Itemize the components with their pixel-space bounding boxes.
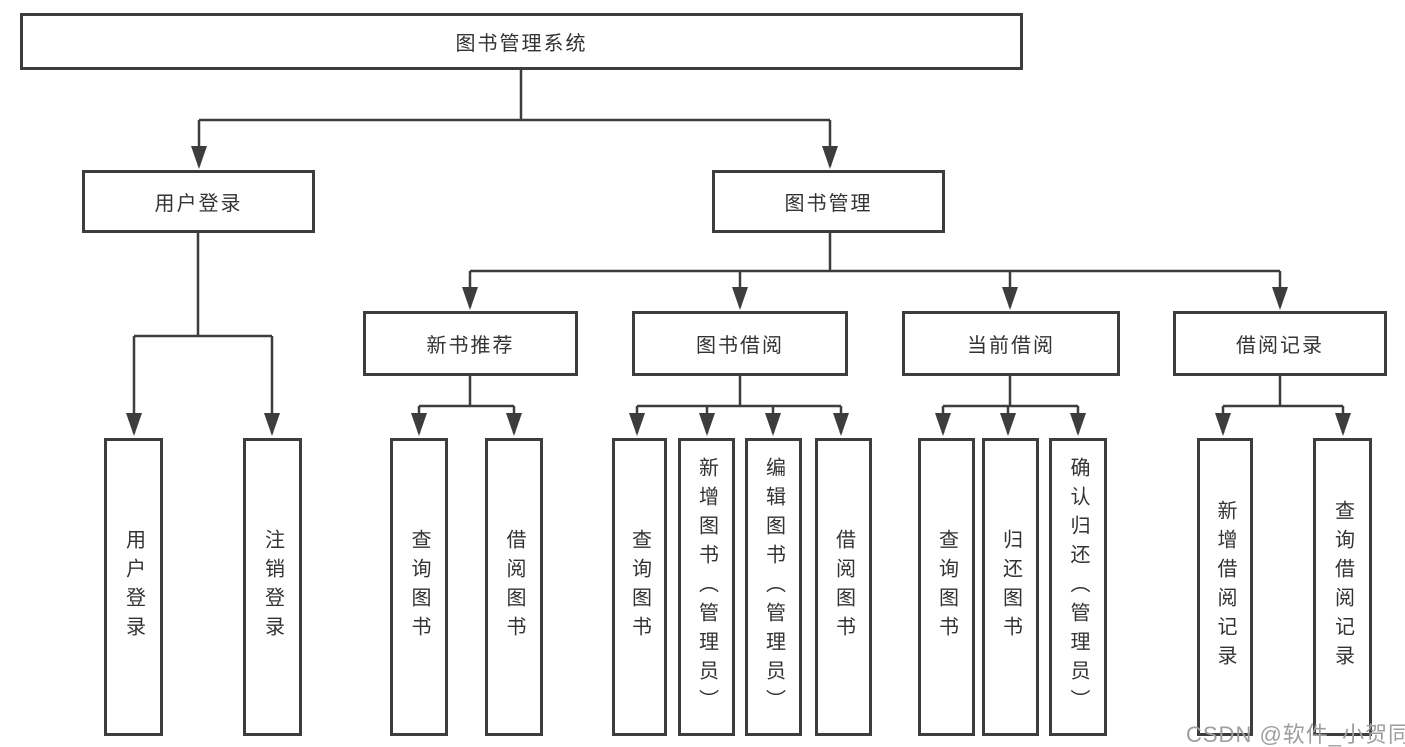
node-book-borrowing: 图书借阅: [632, 311, 848, 376]
leaf-current-return-books: 归还图书: [982, 438, 1039, 736]
arrowhead-current-return: [1000, 413, 1016, 436]
arrowhead-current-query: [935, 413, 951, 436]
csdn-watermark: CSDN @软件_小贺同学: [1186, 722, 1405, 747]
node-new-book-recommend: 新书推荐: [363, 311, 578, 376]
leaf-record-add-label: 新增借阅记录: [1214, 500, 1236, 674]
leaf-current-confirm-return-admin: 确认归还（管理员）: [1049, 438, 1107, 736]
node-root-system: 图书管理系统: [20, 13, 1023, 70]
leaf-current-return-books-label: 归还图书: [999, 529, 1022, 645]
leaf-record-query: 查询借阅记录: [1313, 438, 1372, 736]
arrowhead-record-query: [1335, 413, 1351, 436]
node-book-management: 图书管理: [712, 170, 945, 233]
leaf-borrowing-add-books-admin-label: 新增图书（管理员）: [695, 456, 718, 718]
node-borrowing-records-label: 借阅记录: [1236, 335, 1324, 357]
leaf-current-query-books: 查询图书: [918, 438, 975, 736]
leaf-user-login-label: 用户登录: [122, 529, 145, 645]
arrowhead-rec-borrow: [506, 413, 522, 436]
leaf-recommend-query-books: 查询图书: [390, 438, 448, 736]
leaf-logout-label: 注销登录: [261, 529, 284, 645]
leaf-current-confirm-return-admin-label: 确认归还（管理员）: [1067, 456, 1089, 718]
leaf-borrowing-query-books: 查询图书: [612, 438, 667, 736]
arrowhead-current-borrow: [1002, 287, 1018, 310]
connector-new-book-rec-branch: [417, 376, 516, 433]
leaf-user-login: 用户登录: [104, 438, 163, 736]
arrowhead-borrow-edit: [765, 413, 781, 436]
arrowhead-borrow-query: [629, 413, 645, 436]
arrowhead-user-login: [191, 146, 207, 169]
arrowhead-current-confirm: [1070, 413, 1086, 436]
arrowhead-logout-leaf: [264, 413, 280, 436]
leaf-borrowing-add-books-admin: 新增图书（管理员）: [678, 438, 735, 736]
leaf-record-add: 新增借阅记录: [1197, 438, 1253, 736]
node-book-borrowing-label: 图书借阅: [696, 335, 784, 357]
leaf-borrowing-edit-books-admin-label: 编辑图书（管理员）: [762, 456, 785, 718]
leaf-current-query-books-label: 查询图书: [935, 529, 958, 645]
node-user-login: 用户登录: [82, 170, 315, 233]
leaf-record-query-label: 查询借阅记录: [1331, 500, 1354, 674]
node-user-login-label: 用户登录: [154, 193, 243, 215]
node-current-borrowing: 当前借阅: [902, 311, 1120, 376]
leaf-recommend-query-books-label: 查询图书: [408, 529, 430, 645]
arrowhead-record-add: [1215, 413, 1231, 436]
leaf-recommend-borrow-books-label: 借阅图书: [503, 529, 525, 645]
connector-user-login-branch: [132, 233, 274, 433]
arrowhead-book-borrow: [732, 287, 748, 310]
node-borrowing-records: 借阅记录: [1173, 311, 1387, 376]
leaf-borrowing-borrow-books: 借阅图书: [815, 438, 872, 736]
arrowhead-borrow-record: [1272, 287, 1288, 310]
node-root-system-label: 图书管理系统: [455, 33, 588, 55]
arrowhead-borrow-borrow: [833, 413, 849, 436]
arrowhead-login-leaf: [126, 413, 142, 436]
leaf-recommend-borrow-books: 借阅图书: [485, 438, 543, 736]
leaf-borrowing-edit-books-admin: 编辑图书（管理员）: [745, 438, 802, 736]
leaf-borrowing-borrow-books-label: 借阅图书: [832, 529, 855, 645]
connector-book-borrow-branch: [635, 376, 843, 433]
leaf-logout: 注销登录: [243, 438, 302, 736]
node-book-management-label: 图书管理: [784, 193, 873, 215]
arrowhead-book-mgmt: [822, 146, 838, 169]
arrowhead-new-book-rec: [462, 287, 478, 310]
arrowhead-borrow-add: [699, 413, 715, 436]
node-current-borrowing-label: 当前借阅: [967, 335, 1055, 357]
connector-root-branch: [197, 69, 832, 166]
node-new-book-recommend-label: 新书推荐: [426, 335, 515, 357]
connector-borrow-record-branch: [1221, 376, 1345, 433]
arrowhead-rec-query: [411, 413, 427, 436]
leaf-borrowing-query-books-label: 查询图书: [628, 529, 651, 645]
connector-book-mgmt-branch: [468, 232, 1282, 307]
